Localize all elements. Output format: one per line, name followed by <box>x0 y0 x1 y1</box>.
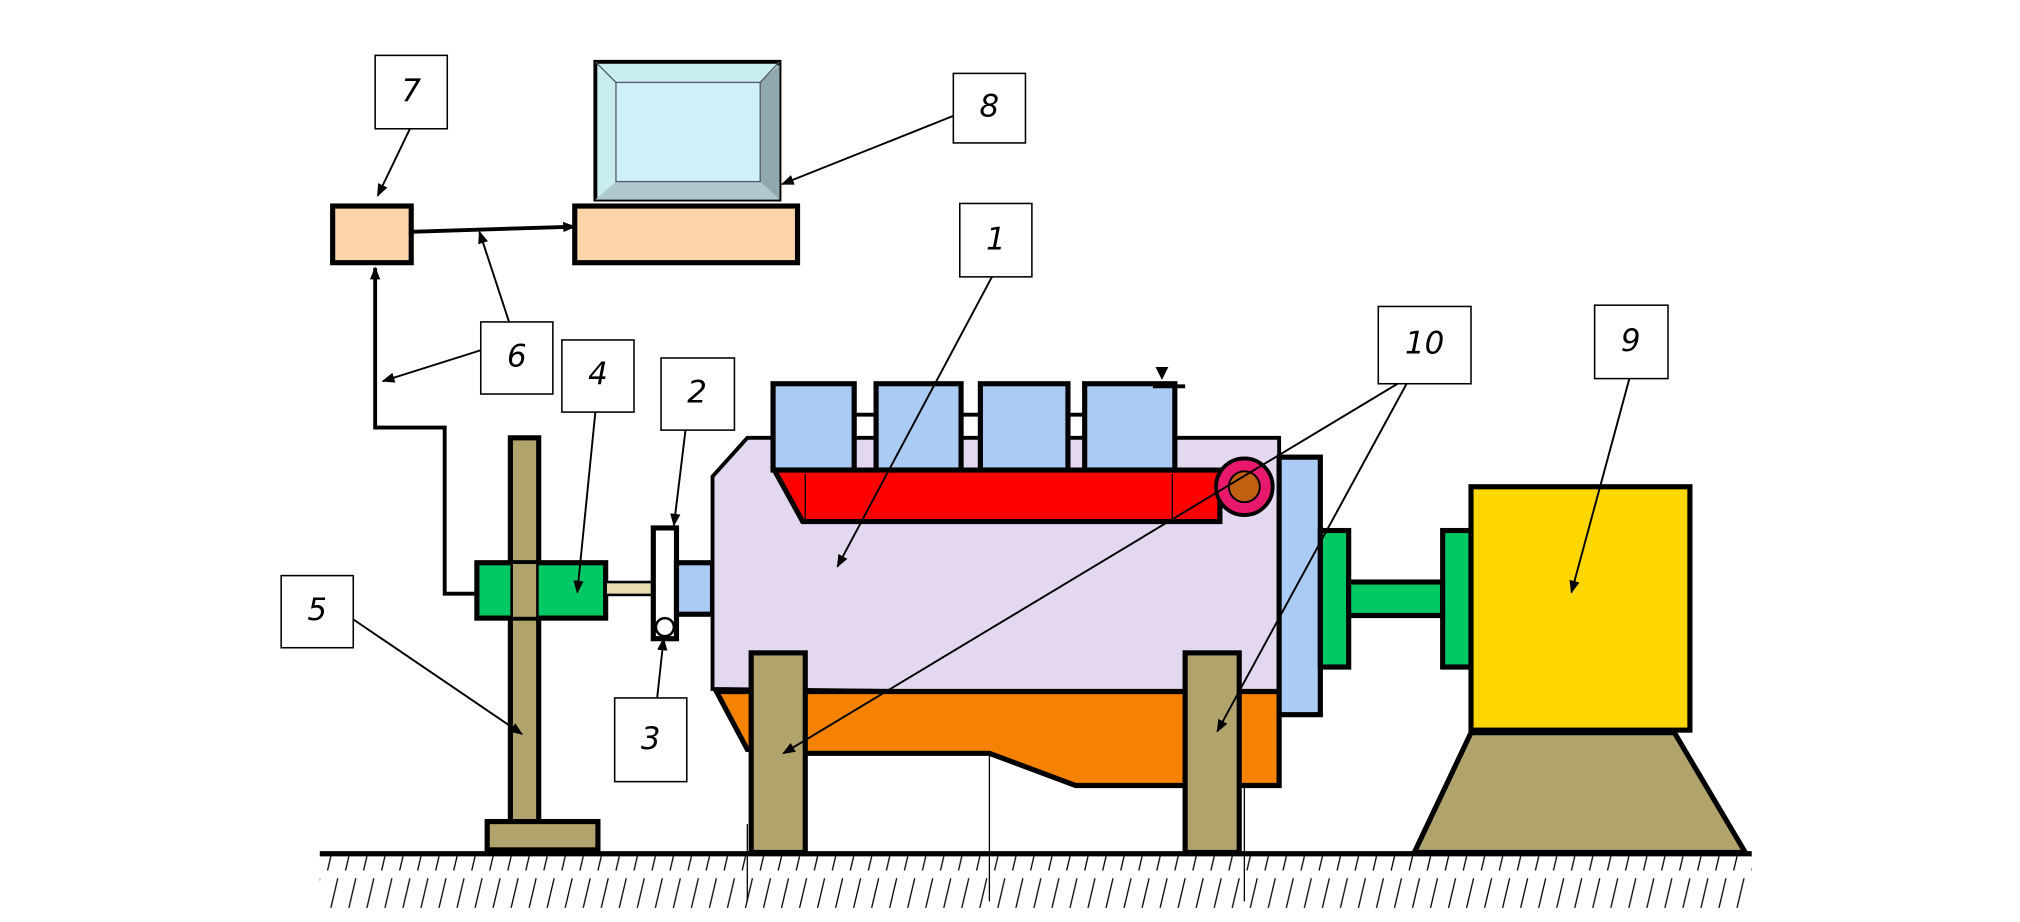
cylinder-heads <box>770 366 1186 473</box>
svg-text:3: 3 <box>641 721 661 757</box>
leader-2 <box>670 429 687 527</box>
dyno-flange <box>1440 527 1474 670</box>
marker-sensor <box>654 616 676 638</box>
leader-7 <box>376 128 411 197</box>
svg-text:6: 6 <box>507 338 527 374</box>
label-7: 7 <box>374 54 449 130</box>
dyno-base <box>1410 730 1750 856</box>
label-8: 8 <box>952 72 1027 144</box>
label-10: 10 <box>1377 305 1472 385</box>
svg-text:9: 9 <box>1621 323 1641 359</box>
leader-5 <box>352 618 524 735</box>
label-9: 9 <box>1593 304 1669 380</box>
svg-text:7: 7 <box>401 73 421 109</box>
stand-overlay <box>510 561 539 620</box>
flywheel <box>1276 454 1323 718</box>
leader-10b <box>1216 383 1408 733</box>
leader-6a <box>478 230 510 323</box>
svg-text:4: 4 <box>588 357 608 393</box>
drive-shaft <box>1346 579 1446 619</box>
label-2: 2 <box>660 357 736 431</box>
turbo-core <box>1227 470 1261 504</box>
leader-9 <box>1569 378 1631 594</box>
svg-text:10: 10 <box>1405 326 1444 362</box>
label-5: 5 <box>280 574 355 649</box>
sensor-coupling <box>474 560 609 621</box>
signal-line <box>370 266 477 596</box>
engine-leg-rear <box>1182 650 1242 856</box>
leader-3 <box>656 637 668 699</box>
label-6: 6 <box>479 321 554 395</box>
svg-text:2: 2 <box>687 375 707 411</box>
leader-6b <box>381 349 482 383</box>
engine-leg-front <box>748 650 808 856</box>
label-3: 3 <box>613 697 688 783</box>
leader-4 <box>573 411 597 594</box>
label-1: 1 <box>959 202 1033 278</box>
leader-8 <box>780 114 954 186</box>
computer-base <box>572 203 801 266</box>
svg-text:8: 8 <box>980 89 1000 125</box>
acquisition-device <box>330 203 414 266</box>
svg-text:5: 5 <box>307 592 327 628</box>
ground-hatching <box>319 856 1752 908</box>
label-4: 4 <box>561 339 635 413</box>
svg-text:1: 1 <box>986 221 1006 257</box>
sensor-stand <box>507 435 542 827</box>
intake-manifold <box>769 467 1223 525</box>
leader-1 <box>836 276 993 568</box>
computer-monitor <box>593 59 782 202</box>
stand-base <box>484 818 601 853</box>
front-hub <box>673 560 716 617</box>
front-shaft <box>604 580 656 597</box>
signal-line <box>411 221 577 234</box>
leader-10a <box>782 382 1399 755</box>
dynamometer <box>1468 484 1693 733</box>
output-flange <box>1317 527 1352 670</box>
